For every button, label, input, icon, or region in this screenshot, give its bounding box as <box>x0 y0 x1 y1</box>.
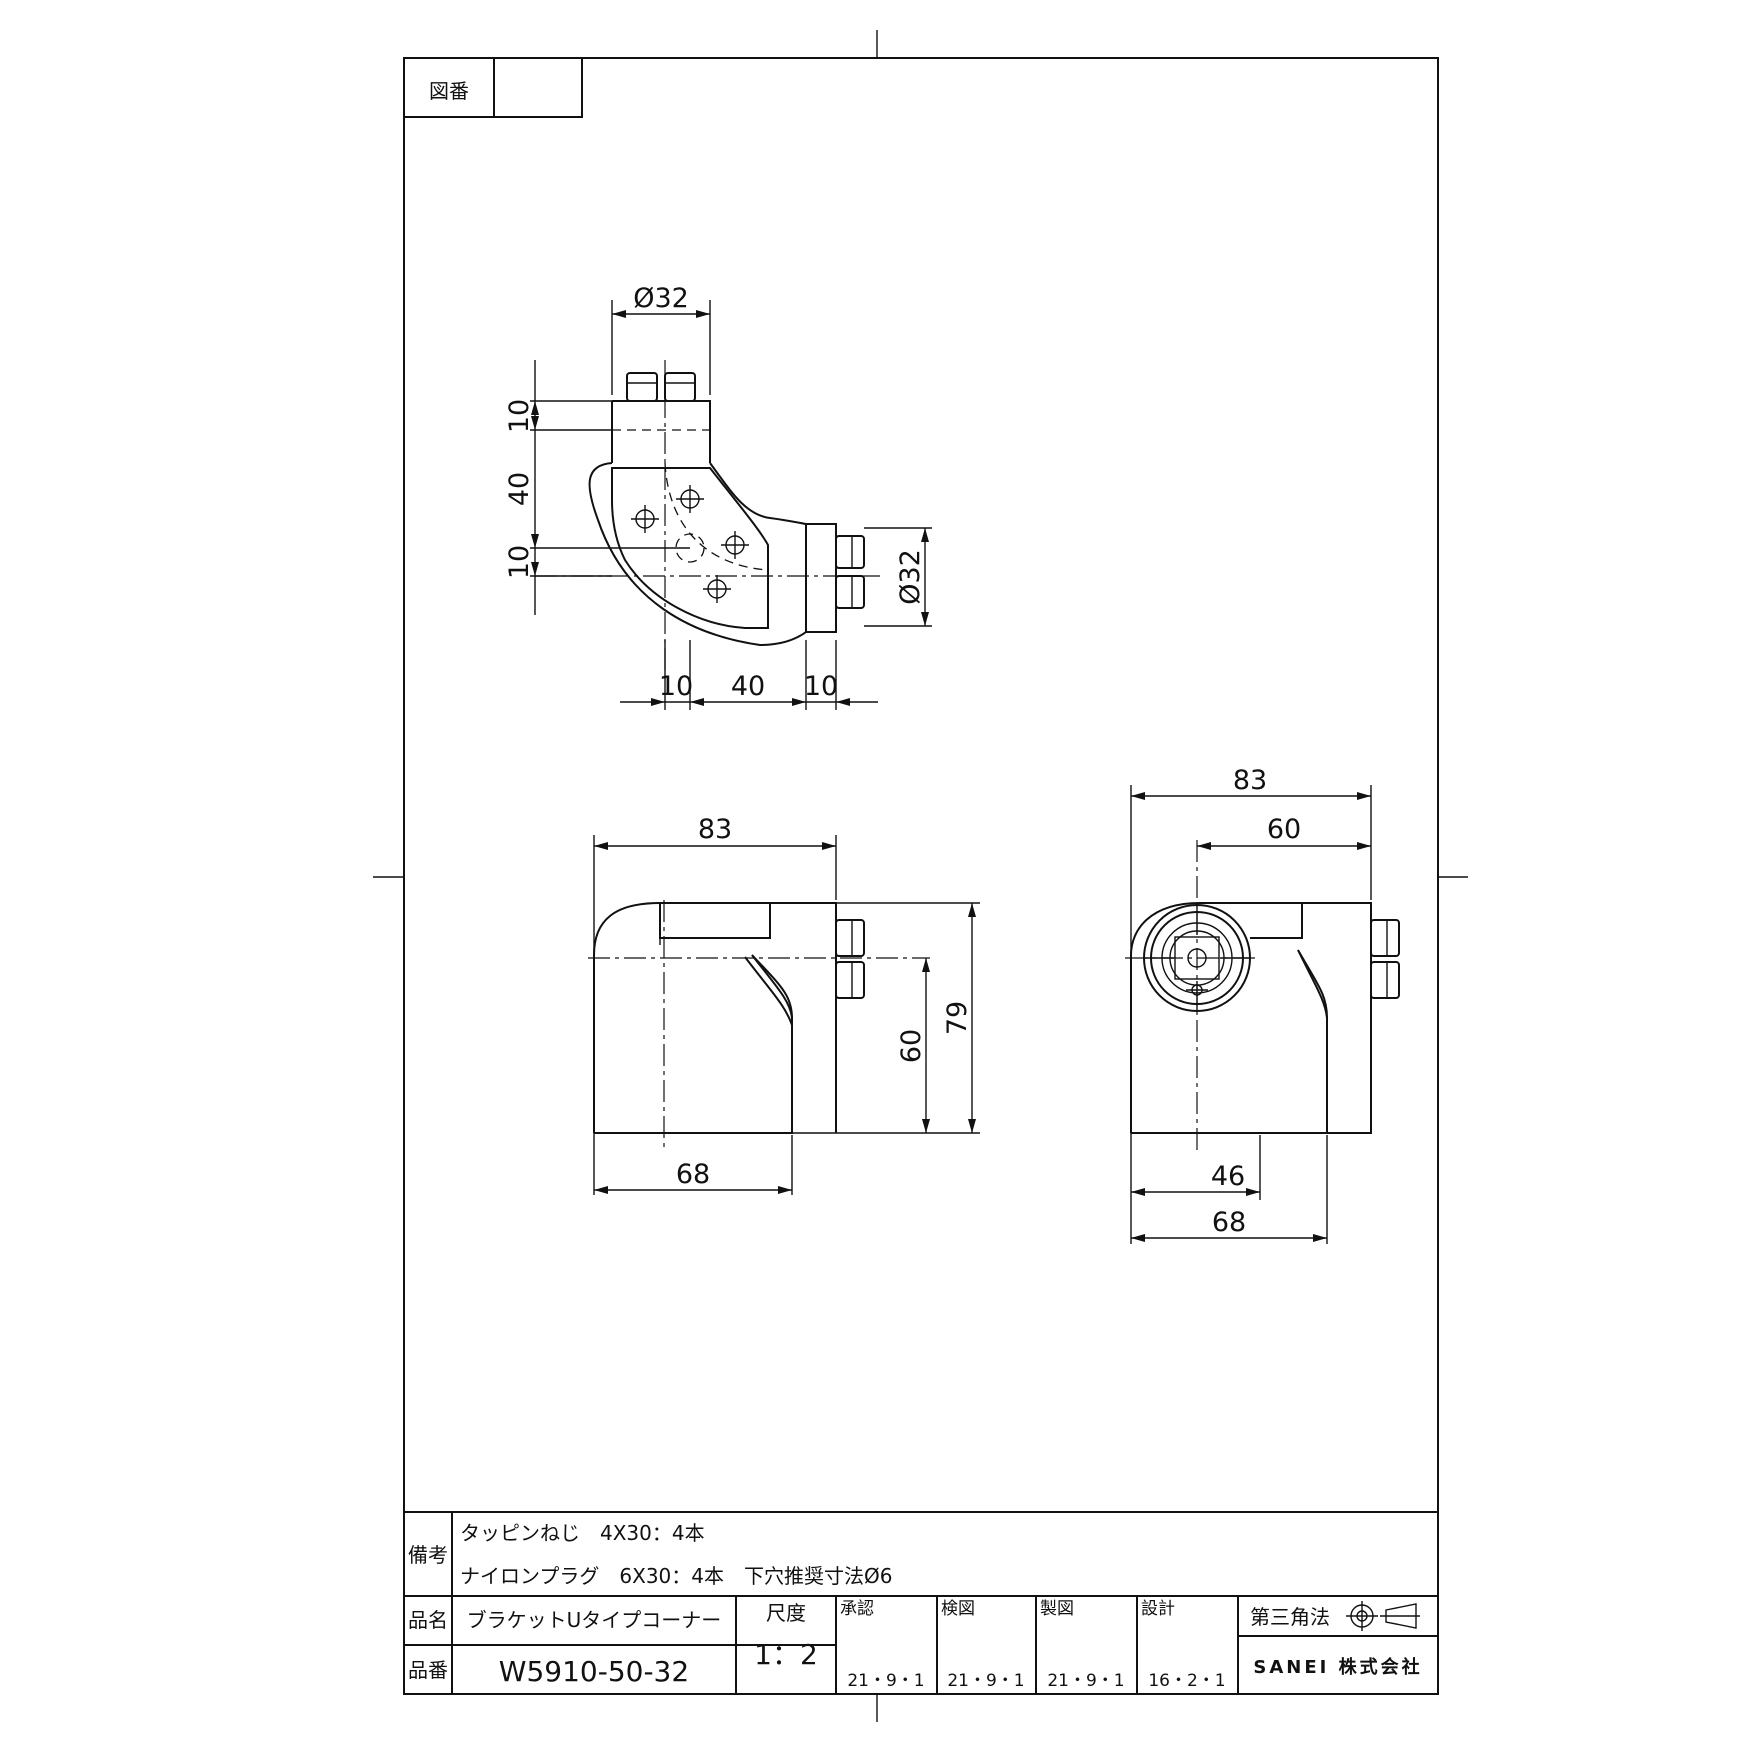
dim-top-dia: Ø32 <box>633 283 689 314</box>
dim-side-width: 83 <box>1233 765 1267 796</box>
dim-front-height-79: 79 <box>942 1001 973 1035</box>
dim-front-width: 83 <box>698 814 732 845</box>
drawing-number-label: 図番 <box>429 79 469 103</box>
drawn-label: 製図 <box>1040 1599 1074 1619</box>
designed-date: 16・2・1 <box>1148 1671 1225 1691</box>
dim-side-46: 46 <box>1211 1161 1245 1192</box>
product-name: ブラケットUタイプコーナー <box>467 1608 722 1632</box>
dim-top-w-10b: 10 <box>804 671 838 702</box>
dim-front-height-60: 60 <box>896 1029 927 1063</box>
remarks-label: 備考 <box>408 1543 448 1567</box>
part-number-label: 品番 <box>408 1658 448 1682</box>
third-angle-projection-icon <box>1346 1601 1420 1631</box>
dim-side-base: 68 <box>1212 1207 1246 1238</box>
remark-line-2: ナイロンプラグ 6X30：4本 下穴推奨寸法Ø6 <box>460 1564 892 1588</box>
dim-right-dia: Ø32 <box>895 549 926 605</box>
checked-label: 検図 <box>941 1599 975 1619</box>
checked-date: 21・9・1 <box>947 1671 1024 1691</box>
dim-top-h-10a: 10 <box>504 399 535 433</box>
centering-marks <box>373 30 1468 1722</box>
designed-label: 設計 <box>1141 1599 1175 1619</box>
top-view-dimensions: Ø32 10 40 10 Ø32 10 40 10 <box>504 283 932 710</box>
screw-hole-markers <box>631 485 749 603</box>
dim-top-w-40: 40 <box>731 671 765 702</box>
front-view-dimensions: 83 68 60 79 <box>593 814 980 1195</box>
approved-date: 21・9・1 <box>847 1671 924 1691</box>
drawing-number-box: 図番 <box>404 58 583 118</box>
projection-label: 第三角法 <box>1250 1605 1330 1629</box>
title-block: 備考 タッピンねじ 4X30：4本 ナイロンプラグ 6X30：4本 下穴推奨寸法… <box>404 1511 1438 1694</box>
dim-top-h-10b: 10 <box>504 545 535 579</box>
scale-label: 尺度 <box>766 1601 806 1625</box>
dim-top-w-10a: 10 <box>659 671 693 702</box>
drawing-border <box>403 57 1439 1695</box>
remark-line-1: タッピンねじ 4X30：4本 <box>460 1521 705 1545</box>
front-view <box>588 900 930 1148</box>
dim-side-60: 60 <box>1267 814 1301 845</box>
drawn-date: 21・9・1 <box>1047 1671 1124 1691</box>
product-name-label: 品名 <box>408 1608 448 1632</box>
dim-top-h-40: 40 <box>504 472 535 506</box>
side-view <box>1125 840 1400 1152</box>
top-view <box>535 360 880 680</box>
dim-front-base: 68 <box>676 1159 710 1190</box>
scale-value: 1：2 <box>754 1638 818 1671</box>
part-number: W5910-50-32 <box>499 1655 689 1688</box>
side-view-dimensions: 83 60 46 68 <box>1130 765 1372 1244</box>
approved-label: 承認 <box>840 1599 874 1619</box>
company-name: SANEI 株式会社 <box>1253 1656 1422 1678</box>
